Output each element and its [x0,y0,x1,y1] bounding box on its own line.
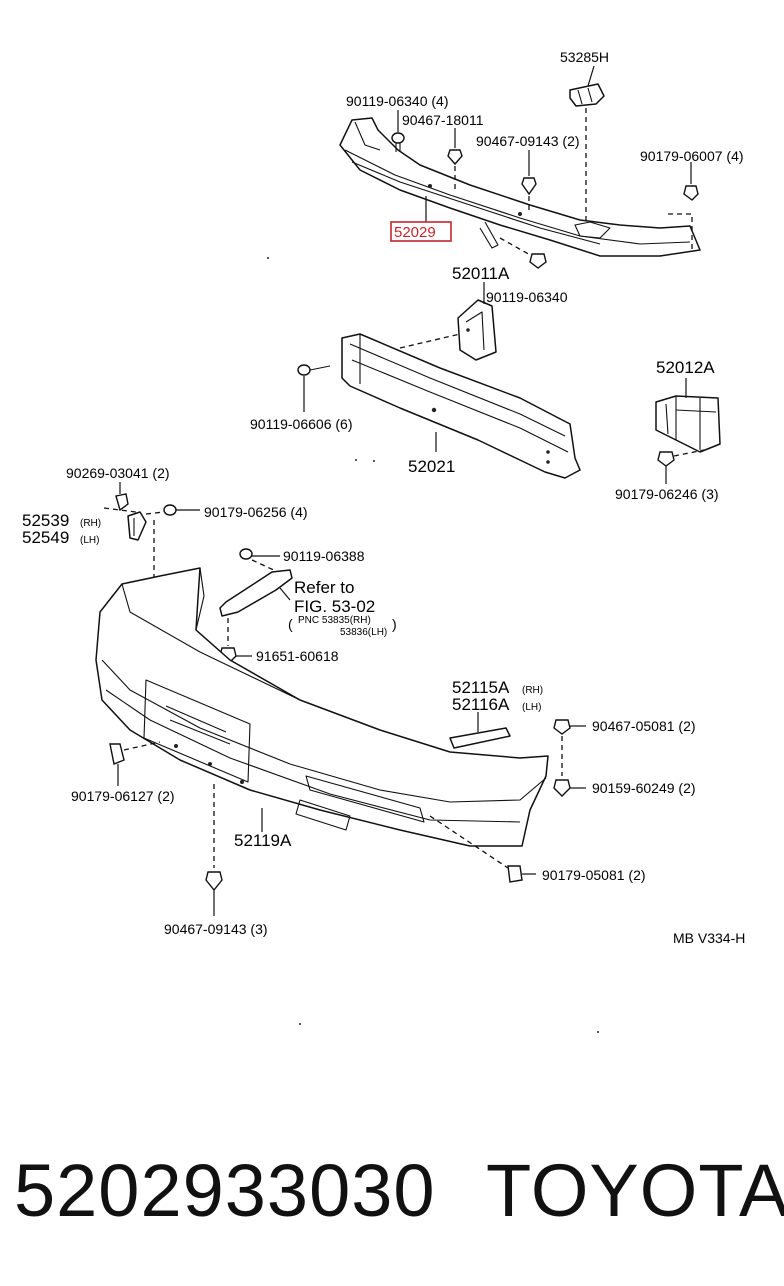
retainer-52539-52549 [127,511,147,541]
callout-90179-05081-2: 90179-05081 (2) [542,867,646,883]
callout-53285h: 53285H [560,49,609,65]
brand-name: TOYOTA [486,1149,784,1232]
bumper-cover-52119a [95,567,549,847]
bolt-90119-06388 [239,548,253,560]
clip-90467-09143-2 [521,177,537,196]
clip-90467-18011 [447,149,463,166]
callout-90467-09143-3: 90467-09143 (3) [164,921,268,937]
clip-90467-05081-2 [553,719,571,735]
part-number: 5202933030 [14,1149,436,1232]
callout-90179-06007-4: 90179-06007 (4) [640,148,744,164]
callout-52116a: 52116A [452,695,510,714]
retainer-clip-53285h [569,83,605,107]
refer-fig-label: FIG. 53-02 [294,597,375,616]
callout-52011a: 52011A [452,264,510,283]
callout-52119a: 52119A [234,831,292,850]
refer-pnc-lh: 53836(LH) [340,627,387,638]
refer-pnc-rh: PNC 53835(RH) [298,615,371,626]
nut-90179-06007-4 [683,185,699,201]
nut-90179-06256-4 [163,504,177,516]
callout-52115a-side: (RH) [522,685,543,696]
exploded-parts-diagram: 53285H 90119-06340 (4) 90467-18011 90467… [22,49,745,1033]
callout-90179-06256-4: 90179-06256 (4) [204,504,308,520]
callout-52539-side: (RH) [80,518,101,529]
bolt-90119-06340-4 [391,132,405,152]
diagram-code: MB V334-H [673,930,745,946]
callout-90179-06246-3: 90179-06246 (3) [615,486,719,502]
callout-90467-09143-2: 90467-09143 (2) [476,133,580,149]
callout-91651-60618: 91651-60618 [256,648,339,664]
callout-52539: 52539 [22,511,69,530]
nut-90179-06246-3 [657,451,675,467]
callout-52012a: 52012A [656,358,715,377]
refer-paren-open: ( [288,616,293,632]
callout-52116a-side: (LH) [522,702,541,713]
clip-90269-03041-2 [115,493,129,512]
bumper-reinforcement-52029 [339,117,701,257]
callout-90119-06340-4: 90119-06340 (4) [346,93,448,109]
bolt-90119-06606-6 [297,364,331,376]
refer-paren-close: ) [392,616,397,632]
bolt-90119-06340 [529,253,547,269]
bumper-stay [219,569,293,617]
callout-52021: 52021 [408,457,455,476]
callout-90159-60249-2: 90159-60249 (2) [592,780,696,796]
callout-52549: 52549 [22,528,69,547]
clip-90467-09143-3 [205,871,223,892]
bracket-52011a [457,299,497,361]
callout-90269-03041-2: 90269-03041 (2) [66,465,170,481]
part-highlight-box [390,221,452,242]
nut-90179-06127-2 [109,743,125,765]
side-bracket-52012a [655,395,721,453]
callout-52029: 52029 [394,224,436,241]
bumper-reinforcement-52021 [341,333,581,479]
nut-90179-05081-2 [507,865,523,883]
callout-52549-side: (LH) [80,535,99,546]
refer-to-label: Refer to [294,578,354,597]
screw-90159-60249-2 [553,779,571,797]
callout-52115a: 52115A [452,678,510,697]
callout-90467-05081-2: 90467-05081 (2) [592,718,696,734]
callout-90179-06127-2: 90179-06127 (2) [71,788,175,804]
callout-90119-06388: 90119-06388 [283,548,365,564]
reflector-52115a-52116a [449,727,511,749]
callout-90119-06340: 90119-06340 [486,289,568,305]
callout-90467-18011: 90467-18011 [402,112,484,128]
callout-90119-06606-6: 90119-06606 (6) [250,416,352,432]
